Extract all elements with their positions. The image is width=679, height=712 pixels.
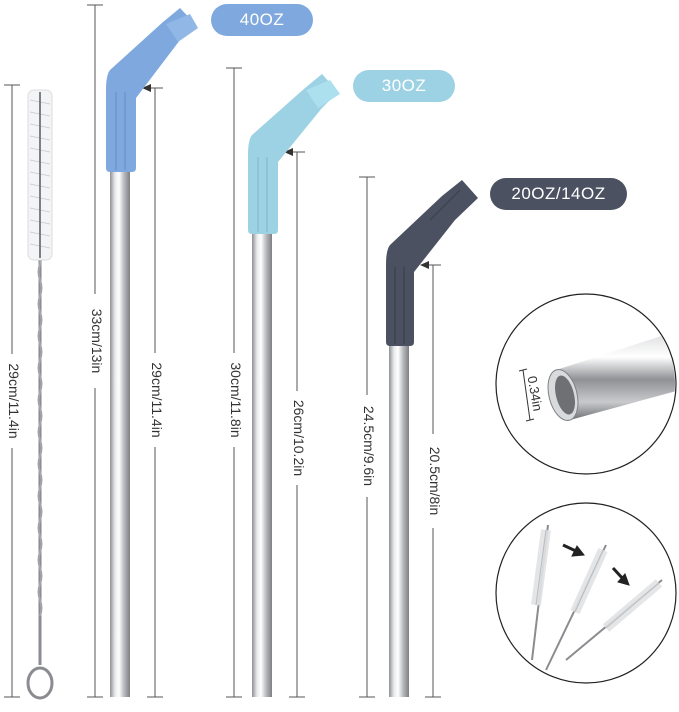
badge-20oz-14oz: 20OZ/14OZ (490, 178, 627, 210)
straw20-metal-label: 20.5cm/8in (427, 434, 443, 528)
badge-40oz: 40OZ (211, 4, 313, 36)
diameter-closeup (495, 293, 677, 475)
brush-length-label: 29cm/11.4in (6, 354, 22, 448)
brush-closeup (495, 502, 677, 684)
straw-20oz (386, 180, 478, 697)
straw20-total-label: 24.5cm/9.6in (361, 395, 377, 497)
dimension-lines (4, 4, 441, 698)
pointer-arrows (142, 84, 429, 269)
straw30-metal-label: 26cm/10.2in (291, 391, 307, 485)
cleaning-brush (26, 89, 54, 700)
badge-30oz: 30OZ (353, 70, 455, 102)
straw30-total-label: 30cm/11.8in (228, 353, 244, 447)
straw40-metal-label: 29cm/11.4in (149, 353, 165, 447)
straw-40oz (106, 8, 198, 697)
straw40-total-label: 33cm/13in (89, 294, 105, 388)
arrow-icon (562, 543, 630, 586)
straw-30oz (248, 74, 340, 697)
